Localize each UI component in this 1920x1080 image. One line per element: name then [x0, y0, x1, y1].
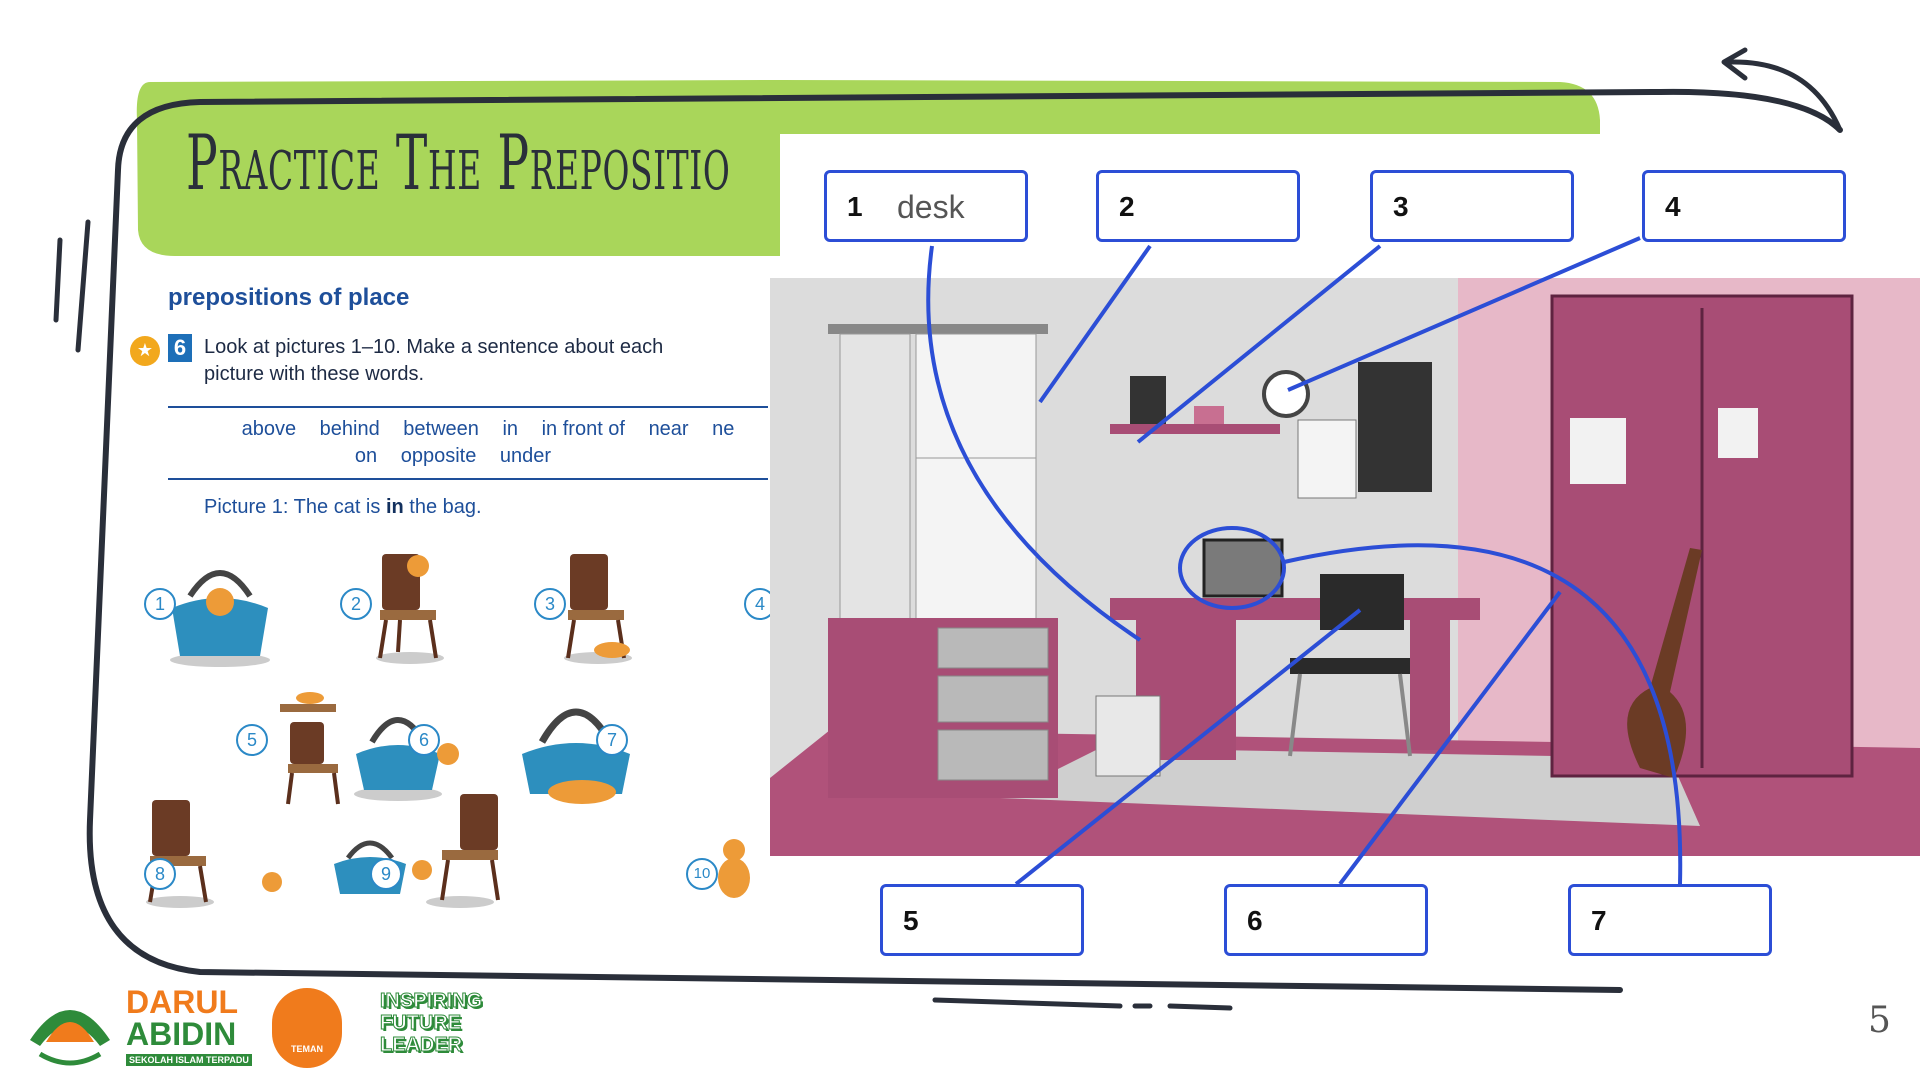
picture-label-7: 7: [596, 724, 628, 756]
chair-illustration: [426, 794, 500, 908]
frame-stroke-left-2: [53, 237, 63, 323]
laptop-illustration: [1202, 538, 1284, 598]
guitar-illustration: [1627, 548, 1702, 778]
word-box-bottom-rule: [168, 478, 768, 480]
school-name-line1: DARUL: [126, 984, 238, 1020]
title-band: [136, 80, 780, 256]
picture-label-8: 8: [144, 858, 176, 890]
word-item: under: [499, 445, 552, 467]
cat-illustration: [206, 588, 234, 616]
rug: [1000, 748, 1700, 826]
room-label-3[interactable]: 3: [1370, 170, 1574, 242]
bag-illustration: [170, 570, 270, 667]
drawer-unit-illustration: [828, 618, 1058, 798]
shelf-illustration: [280, 704, 336, 712]
chair-illustration: [564, 554, 632, 664]
word-item: above: [241, 418, 297, 440]
star-icon: ★: [130, 336, 160, 366]
word-item: opposite: [400, 445, 477, 467]
page-number: 5: [1868, 1000, 1891, 1041]
word-item: in: [502, 418, 519, 440]
teman-badge-icon: TEMAN: [272, 988, 342, 1068]
exercise-number: 6: [168, 334, 192, 362]
curtain-illustration: [828, 324, 1048, 665]
frame-arrow: [1727, 59, 1843, 133]
shelf-illustration: [1110, 376, 1280, 434]
clock-illustration: [1262, 370, 1310, 418]
example-sentence: Picture 1: The cat is in the bag.: [204, 496, 482, 518]
room-label-6[interactable]: 6: [1224, 884, 1428, 956]
frame-outline: [86, 88, 1843, 993]
word-item: near: [648, 418, 689, 440]
word-bank-row-1: above behind between in in front of near…: [168, 416, 808, 443]
frame-arrow-head: [1721, 47, 1748, 81]
room-label-1[interactable]: 1 desk: [824, 170, 1028, 242]
cat-illustration: [548, 780, 616, 804]
room-label-2[interactable]: 2: [1096, 170, 1300, 242]
picture-label-2: 2: [340, 588, 372, 620]
bag-illustration: [522, 708, 630, 804]
room-label-number: 4: [1665, 191, 1681, 222]
picture-label-5: 5: [236, 724, 268, 756]
cat-illustration: [437, 743, 459, 765]
chair-illustration: [280, 692, 340, 805]
worksheet-heading: prepositions of place: [168, 284, 410, 311]
room-label-number: 3: [1393, 191, 1409, 222]
wardrobe-illustration: [1550, 294, 1854, 778]
cat-illustration: [594, 642, 630, 658]
room-label-answer: desk: [897, 189, 965, 225]
cat-illustration: [718, 839, 750, 898]
word-item: between: [403, 418, 479, 440]
room-label-number: 6: [1247, 905, 1263, 936]
room-label-number: 1: [847, 191, 863, 222]
room-label-4[interactable]: 4: [1642, 170, 1846, 242]
word-item: on: [354, 445, 378, 467]
picture-label-10: 10: [686, 858, 718, 890]
teman-badge-text: TEMAN: [291, 1044, 323, 1054]
cat-illustration: [407, 555, 429, 577]
slogan-line2: FUTURE: [379, 1012, 462, 1035]
frame-stroke-bottom-1: [932, 997, 1123, 1009]
school-name-line2: ABIDIN: [126, 1016, 237, 1052]
slogan-line3: LEADER: [379, 1034, 463, 1057]
bin-illustration: [1095, 695, 1161, 777]
frame-stroke-bottom-3: [1167, 1003, 1233, 1011]
picture-label-6: 6: [408, 724, 440, 756]
picture-label-9: 9: [370, 858, 402, 890]
picture-label-1: 1: [144, 588, 176, 620]
word-item: ne: [712, 418, 735, 440]
chair-illustration: [376, 554, 444, 664]
school-tagline: SEKOLAH ISLAM TERPADU: [126, 1054, 252, 1066]
room-label-5[interactable]: 5: [880, 884, 1084, 956]
picture-label-3: 3: [534, 588, 566, 620]
bedroom-illustration: [770, 278, 1920, 856]
room-label-number: 2: [1119, 191, 1135, 222]
picture-illustrations: [146, 554, 750, 908]
frame-stroke-left-1: [75, 219, 91, 353]
room-label-7[interactable]: 7: [1568, 884, 1772, 956]
exercise-instruction: Look at pictures 1–10. Make a sentence a…: [204, 336, 664, 385]
cat-illustration: [296, 692, 324, 704]
cat-illustration: [412, 860, 432, 880]
poster-illustration: [1358, 362, 1432, 492]
note-illustration: [1297, 419, 1357, 499]
slogan-line1: INSPIRING: [379, 990, 483, 1013]
slide-title: Practice The Prepositio: [186, 118, 731, 207]
school-logo-icon: [30, 1010, 110, 1066]
room-label-number: 7: [1591, 905, 1607, 936]
chair-illustration: [1288, 574, 1412, 757]
word-bank-row-2: on opposite under: [98, 443, 808, 470]
room-label-number: 5: [903, 905, 919, 936]
word-box-top-rule: [168, 406, 768, 408]
word-item: behind: [319, 418, 380, 440]
word-bank: above behind between in in front of near…: [168, 416, 808, 470]
cat-illustration: [262, 872, 282, 892]
worksheet-panel: prepositions of place ★ 6 Look at pictur…: [130, 270, 776, 960]
word-item: in front of: [541, 418, 625, 440]
